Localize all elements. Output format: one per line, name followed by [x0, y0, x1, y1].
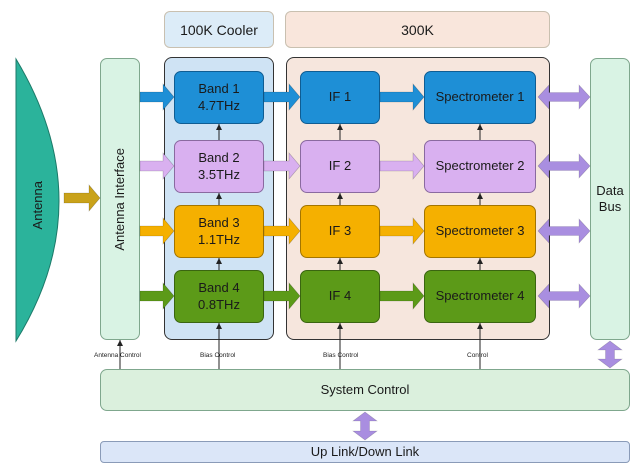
antenna-interface-control-line-head	[117, 340, 123, 346]
column-1-link-1-head	[216, 124, 222, 130]
band-1-to-if-arrow	[263, 83, 301, 111]
band-2-box: Band 2 3.5THz	[174, 140, 264, 193]
if-2-box: IF 2	[300, 140, 380, 193]
system-control-label: System Control	[320, 381, 410, 397]
column-2-link-1-head	[337, 124, 343, 130]
band-1-box: Band 1 4.7THz	[174, 71, 264, 124]
column-3-link-1-head	[477, 124, 483, 130]
band-1-frequency: 4.7THz	[198, 97, 240, 113]
antenna-to-interface-arrow	[63, 184, 101, 212]
spectrometer-2-box: Spectrometer 2	[424, 140, 536, 193]
spectrometer-3-label: Spectrometer 3	[435, 223, 525, 239]
spectrometer-control-label: Control	[467, 352, 488, 359]
band-3-box: Band 3 1.1THz	[174, 205, 264, 258]
band-3-frequency: 1.1THz	[198, 231, 240, 247]
data-bus: Data Bus	[590, 58, 630, 340]
spectrometer-1-label: Spectrometer 1	[435, 89, 525, 105]
antenna-shape	[15, 57, 60, 343]
band-1-label: Band 1	[198, 81, 240, 97]
interface-to-band-1-arrow	[139, 83, 175, 111]
if-4-label: IF 4	[328, 288, 352, 304]
spectrometer-4-bus-arrow	[537, 283, 591, 309]
if-3-to-spectrometer-arrow	[379, 217, 425, 245]
interface-to-band-2-arrow	[139, 152, 175, 180]
warm-title: 300K	[401, 21, 434, 38]
band-3-label: Band 3	[198, 215, 240, 231]
column-1-control-line-head	[216, 323, 222, 329]
spectrometer-2-label: Spectrometer 2	[435, 158, 525, 174]
if-bias-control-label: Bias Control	[323, 352, 359, 359]
data-bus-line-1: Data	[596, 182, 624, 198]
column-2-link-2-head	[337, 193, 343, 199]
spectrometer-4-box: Spectrometer 4	[424, 270, 536, 323]
spectrometer-1-bus-arrow	[537, 84, 591, 110]
column-2-control-line-head	[337, 323, 343, 329]
if-4-box: IF 4	[300, 270, 380, 323]
band-4-to-if-arrow	[263, 282, 301, 310]
column-1-link-3-head	[216, 258, 222, 264]
spectrometer-3-bus-arrow	[537, 218, 591, 244]
system-control: System Control	[100, 369, 630, 411]
band-4-frequency: 0.8THz	[198, 296, 240, 312]
band-4-box: Band 4 0.8THz	[174, 270, 264, 323]
if-1-box: IF 1	[300, 71, 380, 124]
uplink-downlink-label: Up Link/Down Link	[310, 443, 420, 459]
if-3-box: IF 3	[300, 205, 380, 258]
interface-to-band-4-arrow	[139, 282, 175, 310]
column-2-link-3-head	[337, 258, 343, 264]
if-2-label: IF 2	[328, 158, 352, 174]
spectrometer-1-box: Spectrometer 1	[424, 71, 536, 124]
band-2-label: Band 2	[198, 150, 240, 166]
warm-header: 300K	[285, 11, 550, 48]
column-3-link-2-head	[477, 193, 483, 199]
if-1-label: IF 1	[328, 89, 352, 105]
antenna-control-label: Antenna Control	[94, 352, 141, 359]
column-3-control-line-head	[477, 323, 483, 329]
uplink-downlink: Up Link/Down Link	[100, 441, 630, 463]
band-4-label: Band 4	[198, 280, 240, 296]
column-3-link-3-head	[477, 258, 483, 264]
if-2-to-spectrometer-arrow	[379, 152, 425, 180]
if-1-to-spectrometer-arrow	[379, 83, 425, 111]
band-2-to-if-arrow	[263, 152, 301, 180]
interface-to-band-3-arrow	[139, 217, 175, 245]
band-3-to-if-arrow	[263, 217, 301, 245]
antenna-interface: Antenna Interface	[100, 58, 140, 340]
spectrometer-3-box: Spectrometer 3	[424, 205, 536, 258]
spectrometer-4-label: Spectrometer 4	[435, 288, 525, 304]
if-4-to-spectrometer-arrow	[379, 282, 425, 310]
if-3-label: IF 3	[328, 223, 352, 239]
cooler-title: 100K Cooler	[180, 21, 258, 38]
band-bias-control-label: Bias Control	[200, 352, 236, 359]
cooler-header: 100K Cooler	[164, 11, 274, 48]
data-bus-system-arrow	[597, 340, 623, 369]
spectrometer-2-bus-arrow	[537, 153, 591, 179]
system-uplink-arrow	[352, 411, 378, 441]
column-1-link-2-head	[216, 193, 222, 199]
band-2-frequency: 3.5THz	[198, 166, 240, 182]
data-bus-line-2: Bus	[598, 199, 622, 214]
